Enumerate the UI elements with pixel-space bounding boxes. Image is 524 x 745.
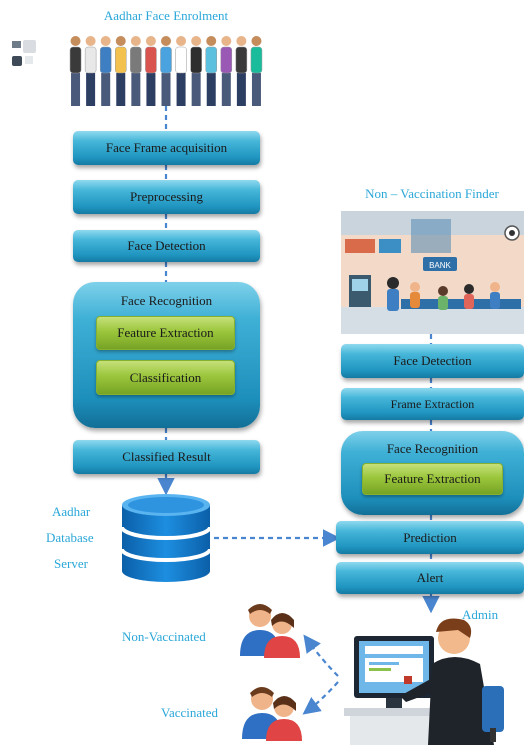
person-figure xyxy=(130,36,142,106)
face-detection-box-right: Face Detection xyxy=(341,344,524,378)
person-figure xyxy=(160,36,172,106)
prediction-box: Prediction xyxy=(336,521,524,554)
vaccinated-users-icon xyxy=(240,685,306,741)
camera-icon xyxy=(10,38,40,72)
face-recognition-panel-right: Face Recognition Feature Extraction xyxy=(341,431,524,515)
non-vaccinated-label: Non-Vaccinated xyxy=(122,629,206,644)
preprocessing-box: Preprocessing xyxy=(73,180,260,214)
person-figure xyxy=(145,36,157,106)
person-figure xyxy=(250,36,263,106)
face-detection-box: Face Detection xyxy=(73,230,260,262)
person-figure xyxy=(175,36,187,106)
frame-extraction-box: Frame Extraction xyxy=(341,388,524,420)
feature-extraction-box-left: Feature Extraction xyxy=(96,316,235,350)
arrow-admin-to-non-vaccinated xyxy=(303,634,339,677)
finder-title: Non – Vaccination Finder xyxy=(365,186,499,201)
person-figure xyxy=(235,36,248,106)
person-figure xyxy=(84,36,97,106)
people-queue-image xyxy=(68,32,264,108)
admin-computer-illustration xyxy=(340,616,524,745)
database-label-line1: Aadhar xyxy=(52,504,91,519)
admin-label: Admin xyxy=(462,607,499,622)
alert-box: Alert xyxy=(336,562,524,594)
face-recognition-title-right: Face Recognition xyxy=(386,441,479,456)
person-figure xyxy=(190,36,202,106)
database-label-line3: Server xyxy=(54,556,88,571)
database-icon xyxy=(118,491,214,585)
person-figure xyxy=(115,36,127,106)
feature-extraction-box-right: Feature Extraction xyxy=(362,463,503,495)
enrolment-title: Aadhar Face Enrolment xyxy=(103,8,229,23)
bank-sign: BANK xyxy=(429,261,451,270)
face-recognition-title-left: Face Recognition xyxy=(120,293,213,308)
face-frame-acquisition-box: Face Frame acquisition xyxy=(73,131,260,165)
person-figure xyxy=(69,36,82,106)
face-recognition-panel-left: Face Recognition Feature Extraction Clas… xyxy=(73,282,260,428)
classified-result-box: Classified Result xyxy=(73,440,260,474)
arrow-admin-to-vaccinated xyxy=(302,681,339,715)
non-vaccinated-users-icon xyxy=(238,602,304,658)
classification-box: Classification xyxy=(96,360,235,395)
bank-scene-image: BANK xyxy=(341,211,524,334)
database-label-line2: Database xyxy=(46,530,94,545)
person-figure xyxy=(220,36,233,106)
person-figure xyxy=(99,36,112,106)
vaccinated-label: Vaccinated xyxy=(161,705,219,720)
person-figure xyxy=(205,36,217,106)
